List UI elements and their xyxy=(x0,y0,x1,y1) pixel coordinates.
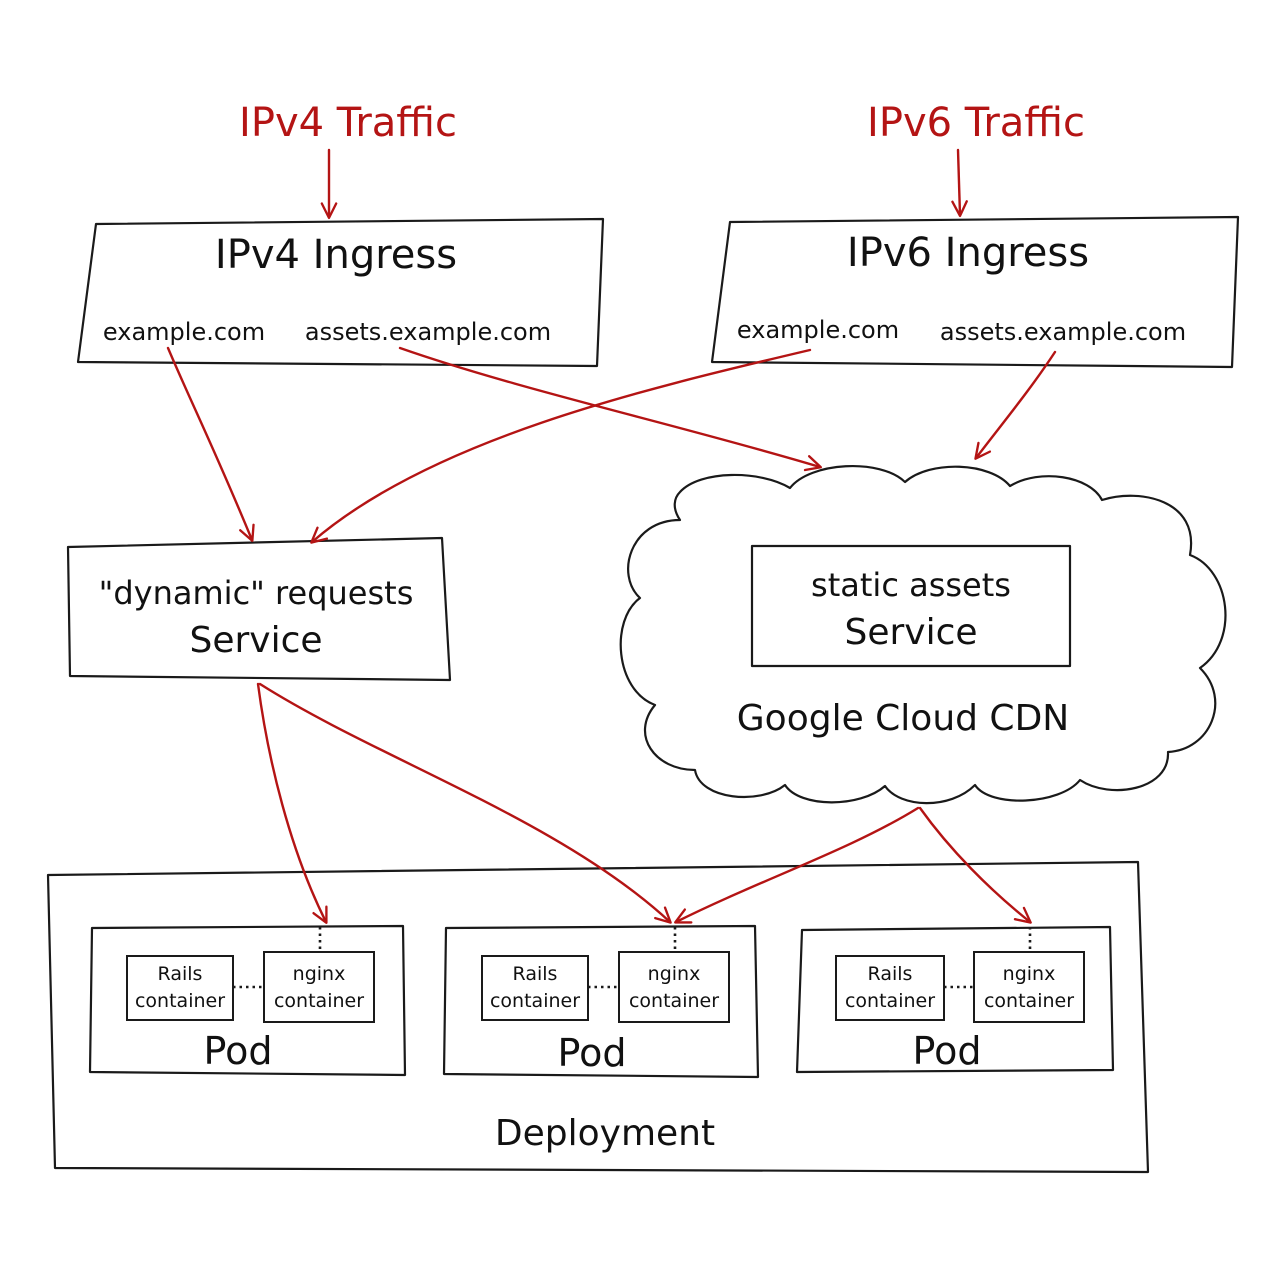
rails-container-label: Rails xyxy=(513,963,558,985)
arrow-ipv4-assets-to-cdn xyxy=(398,346,823,472)
deployment-label: Deployment xyxy=(495,1113,715,1154)
ipv6-ingress-box xyxy=(710,215,1240,369)
ipv4-host-assets: assets.example.com xyxy=(305,318,551,346)
nginx-container-label: nginx xyxy=(293,963,346,985)
ipv4-host-main: example.com xyxy=(103,318,265,346)
ipv4-ingress-title: IPv4 Ingress xyxy=(215,232,457,278)
pod-2: Rails container nginx container Pod xyxy=(442,924,760,1079)
rails-container-label: container xyxy=(490,990,580,1012)
arrow-ipv6-assets-to-cdn xyxy=(974,350,1057,460)
static-assets-service-box xyxy=(750,544,1072,668)
nginx-container-label: nginx xyxy=(1003,963,1056,985)
pod-label: Pod xyxy=(204,1029,273,1073)
rails-container-box xyxy=(126,955,234,1021)
arrow-dynamic-to-pod-1 xyxy=(256,682,328,924)
nginx-container-box xyxy=(263,951,375,1023)
ipv6-host-assets: assets.example.com xyxy=(940,318,1186,346)
ipv6-ingress-title: IPv6 Ingress xyxy=(847,230,1089,276)
rails-container-label: container xyxy=(845,990,935,1012)
pod-3: Rails container nginx container Pod xyxy=(795,925,1115,1074)
ipv4-ingress-box xyxy=(76,217,605,368)
arrow-ipv4-main-to-dynamic xyxy=(166,346,255,543)
nginx-container-box xyxy=(618,951,730,1023)
static-service-line1: static assets xyxy=(811,566,1011,604)
rails-container-label: Rails xyxy=(158,963,203,985)
pod-label: Pod xyxy=(913,1029,982,1073)
dynamic-service-line1: "dynamic" requests xyxy=(99,574,414,612)
ipv6-host-main: example.com xyxy=(737,316,899,344)
nginx-container-label: container xyxy=(984,990,1074,1012)
nginx-container-label: container xyxy=(629,990,719,1012)
nginx-container-label: nginx xyxy=(648,963,701,985)
arrow-cdn-to-pod-2 xyxy=(674,806,920,924)
rails-container-label: container xyxy=(135,990,225,1012)
rails-container-box xyxy=(481,955,589,1021)
arrow-ipv6-main-to-dynamic xyxy=(310,348,812,544)
arrow-ipv6-traffic-to-ingress xyxy=(951,148,968,218)
static-service-line2: Service xyxy=(844,612,977,653)
arrow-cdn-to-pod-3 xyxy=(918,806,1032,924)
ipv6-traffic-label: IPv6 Traffic xyxy=(867,100,1085,146)
arrow-dynamic-to-pod-2 xyxy=(258,682,672,924)
pod-label: Pod xyxy=(558,1031,627,1075)
dynamic-service-line2: Service xyxy=(189,620,322,661)
nginx-container-label: container xyxy=(274,990,364,1012)
nginx-container-box xyxy=(973,951,1085,1023)
pod-1: Rails container nginx container Pod xyxy=(88,924,407,1077)
cdn-label: Google Cloud CDN xyxy=(737,698,1069,739)
rails-container-label: Rails xyxy=(868,963,913,985)
ipv4-traffic-label: IPv4 Traffic xyxy=(239,100,457,146)
rails-container-box xyxy=(835,955,945,1021)
